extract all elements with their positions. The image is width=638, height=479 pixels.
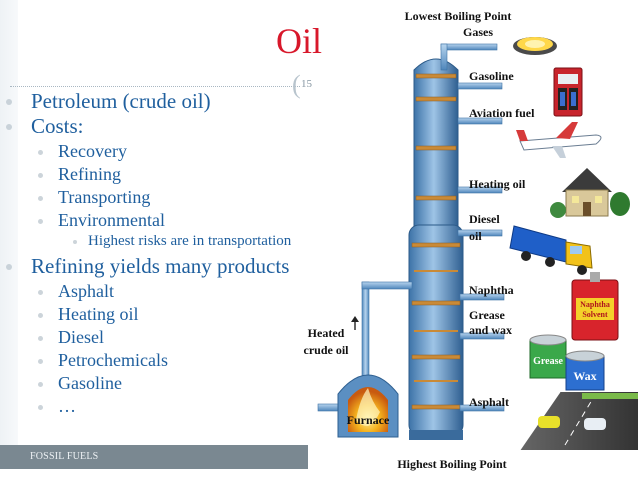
bullet-marker	[38, 290, 43, 295]
road-icon	[519, 391, 638, 451]
bullet-marker	[38, 359, 43, 364]
bullet-level1: Petroleum (crude oil)	[31, 89, 211, 113]
bullet-level2: …	[58, 396, 76, 416]
furnace-label: Furnace	[347, 413, 390, 427]
bullet-level2: Transporting	[58, 187, 151, 207]
bullet-marker	[6, 99, 12, 105]
footer-bar	[0, 445, 308, 469]
asphalt-label: Asphalt	[469, 395, 509, 409]
bullet-level3: Highest risks are in transportation	[88, 233, 292, 249]
slide-title: Oil	[276, 21, 323, 61]
fractionating-column	[408, 58, 464, 440]
grease-label-2: and wax	[469, 323, 512, 337]
title-divider	[10, 86, 300, 87]
diesel-label-2: oil	[469, 229, 482, 243]
highest-boiling-point-label: Highest Boiling Point	[397, 457, 506, 471]
left-stripe	[0, 0, 18, 448]
lowest-boiling-point-label: Lowest Boiling Point	[405, 9, 512, 23]
gas-pump-icon	[553, 67, 583, 117]
diesel-label-1: Diesel	[469, 212, 500, 226]
bullet-marker	[6, 264, 12, 270]
bullet-marker	[38, 313, 43, 318]
page-number: 15	[301, 78, 312, 90]
bullet-marker	[73, 240, 77, 244]
tanker-truck-icon	[509, 225, 593, 275]
airplane-icon	[516, 122, 602, 158]
naphtha-label: Naphtha	[469, 283, 514, 297]
furnace	[337, 374, 399, 438]
bullet-level2: Gasoline	[58, 373, 122, 393]
heating-oil-label: Heating oil	[469, 177, 526, 191]
grease-label-1: Grease	[469, 308, 505, 322]
gas-burner-icon	[513, 37, 557, 55]
bullet-level2: Environmental	[58, 210, 165, 230]
bullet-level1: Refining yields many products	[31, 254, 290, 278]
naphtha-solvent-can-icon: Naphtha Solvent	[571, 272, 619, 341]
bullet-level2: Heating oil	[58, 304, 139, 324]
bullet-level2: Refining	[58, 164, 121, 184]
heated-crude-label-2: crude oil	[304, 343, 350, 357]
outlet-pipes	[440, 43, 505, 412]
heated-crude-label-1: Heated	[308, 326, 345, 340]
grease-wax-cans-icon: Grease Wax	[529, 334, 605, 391]
bullet-marker	[6, 124, 12, 130]
footer-text: FOSSIL FUELS	[30, 451, 99, 462]
naphtha-can-label-1: Naphtha	[580, 300, 610, 309]
grease-can-label: Grease	[533, 356, 563, 367]
bullet-level2: Asphalt	[58, 281, 114, 301]
bullet-marker	[38, 150, 43, 155]
bullet-level2: Diesel	[58, 327, 104, 347]
bullet-level2: Petrochemicals	[58, 350, 168, 370]
bullet-marker	[38, 219, 43, 224]
bullet-marker	[38, 382, 43, 387]
gases-label: Gases	[463, 25, 493, 39]
gasoline-label: Gasoline	[469, 69, 514, 83]
naphtha-can-label-2: Solvent	[582, 310, 608, 319]
page-number-bracket: (	[292, 70, 301, 99]
bullet-level1: Costs:	[31, 114, 84, 138]
bullet-marker	[38, 336, 43, 341]
bullet-marker	[38, 405, 43, 410]
house-icon	[550, 168, 630, 218]
aviation-fuel-label: Aviation fuel	[469, 106, 535, 120]
bullet-marker	[38, 173, 43, 178]
bullet-level2: Recovery	[58, 141, 127, 161]
bullet-marker	[38, 196, 43, 201]
wax-can-label: Wax	[573, 369, 596, 383]
